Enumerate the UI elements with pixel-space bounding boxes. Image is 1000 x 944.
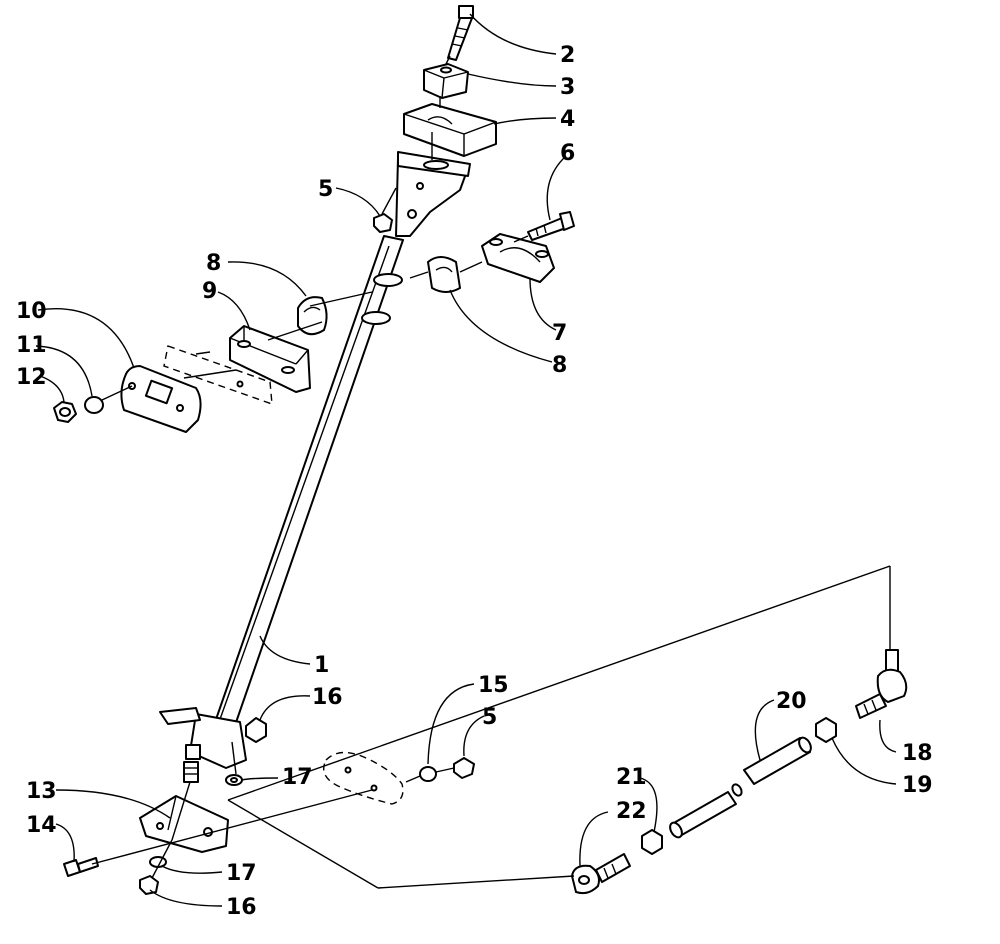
nut-lower-left [139, 875, 159, 895]
nut-left [53, 401, 77, 423]
washer-lower-a [225, 774, 243, 786]
tie-rod-end-right [855, 649, 908, 719]
dashed-plate-lower [323, 751, 404, 805]
bolt-lower-left [63, 857, 99, 877]
tie-rod-tube [669, 736, 812, 839]
callout-7: 7 [552, 321, 567, 346]
callout-9: 9 [202, 279, 217, 304]
callout-13: 13 [26, 779, 57, 804]
clamp-cap-right [481, 233, 555, 283]
callout-17-lower: 17 [226, 861, 257, 886]
clamp-cap-small [423, 63, 469, 99]
callout-numbers: 2 3 4 5 6 7 8 8 9 10 11 12 1 16 15 5 17 … [16, 43, 933, 920]
steering-post [159, 151, 471, 783]
callout-14: 14 [26, 813, 57, 838]
callout-15: 15 [478, 673, 509, 698]
callout-2: 2 [560, 43, 575, 68]
bushing-left [297, 296, 328, 336]
callout-17-upper: 17 [282, 765, 313, 790]
callout-4: 4 [560, 107, 575, 132]
washer-left [84, 396, 104, 414]
callout-16-upper: 16 [312, 685, 343, 710]
callout-16-lower: 16 [226, 895, 257, 920]
jam-nut-right [815, 717, 837, 743]
nut-upper [373, 213, 393, 233]
washer-right-lower [419, 766, 437, 782]
callout-3: 3 [560, 75, 575, 100]
callout-19: 19 [902, 773, 933, 798]
bolt-right [527, 211, 575, 241]
clamp-block [403, 103, 497, 157]
nut-lower-right [245, 717, 267, 743]
nut-right-lower [453, 757, 475, 779]
callout-12: 12 [16, 365, 47, 390]
callout-6: 6 [560, 141, 575, 166]
callout-20: 20 [776, 689, 807, 714]
callout-21: 21 [616, 765, 647, 790]
callout-leaders [35, 13, 897, 907]
callout-1: 1 [314, 653, 329, 678]
jam-nut-left [641, 829, 663, 855]
callout-11: 11 [16, 333, 47, 358]
callout-5-lower: 5 [482, 705, 497, 730]
lower-bracket [139, 795, 229, 853]
callout-22: 22 [616, 799, 647, 824]
callout-5-upper: 5 [318, 177, 333, 202]
tie-rod-end-left [571, 853, 631, 895]
clamp-cap-left [229, 325, 311, 393]
bushing-right [427, 256, 461, 293]
callout-8-left: 8 [206, 251, 221, 276]
callout-18: 18 [902, 741, 933, 766]
bolt-top [447, 5, 474, 61]
mounting-plate [120, 365, 202, 433]
callout-10: 10 [16, 299, 47, 324]
callout-8-right: 8 [552, 353, 567, 378]
assembly-lines [91, 55, 891, 889]
